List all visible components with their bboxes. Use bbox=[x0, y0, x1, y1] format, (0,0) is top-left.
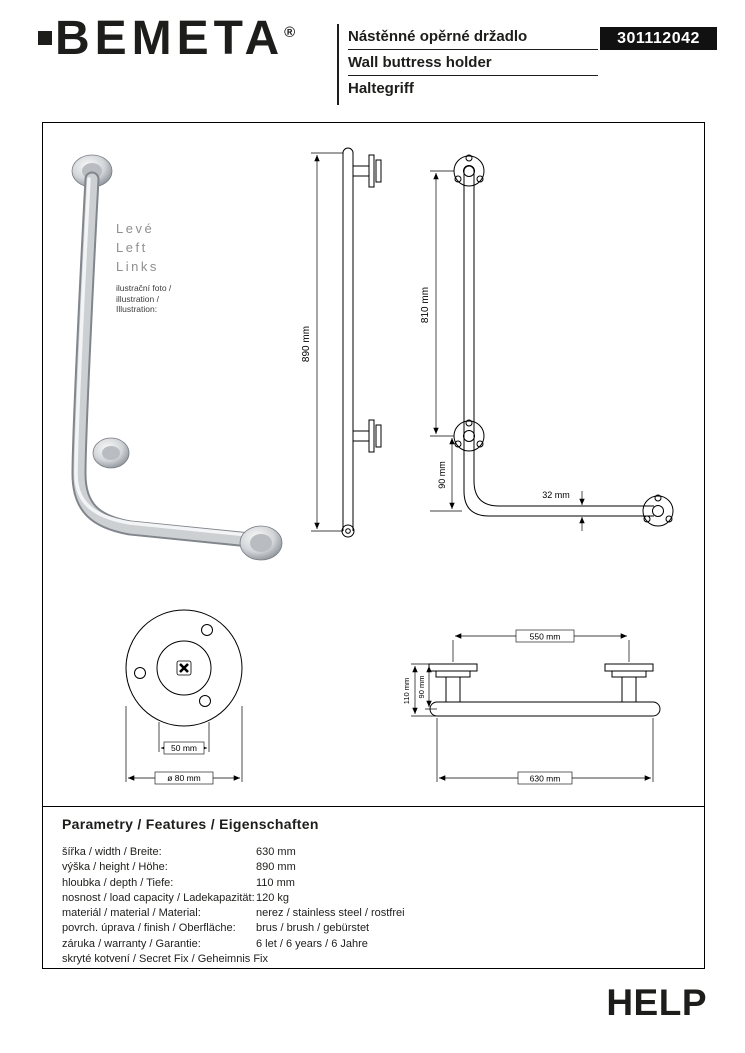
front-view-geometry bbox=[453, 154, 674, 527]
dim-top-depth-label: 110 mm bbox=[402, 678, 411, 705]
orientation-labels: Levé Left Links bbox=[116, 219, 159, 276]
brand-logo: BEMETA® bbox=[55, 7, 295, 65]
parameters-divider bbox=[43, 806, 704, 807]
grab-bar-illustration bbox=[71, 154, 283, 561]
orientation-de: Links bbox=[116, 259, 159, 274]
dim-flange-holes-pitch-label: 50 mm bbox=[171, 743, 197, 753]
dim-top-wall-offset-label: 90 mm bbox=[417, 676, 426, 699]
dim-tube-diameter-label: 32 mm bbox=[542, 490, 570, 500]
param-label: hloubka / depth / Tiefe: bbox=[62, 876, 174, 889]
logo-square-icon bbox=[38, 31, 52, 45]
side-view-geometry bbox=[341, 147, 382, 538]
flange-detail-drawing: 50 mm ø 80 mm bbox=[125, 609, 243, 785]
top-view-dimensions bbox=[411, 629, 654, 785]
param-row-load-capacity: nosnost / load capacity / Ladekapazität:… bbox=[62, 891, 687, 906]
dim-front-upper-label: 810 mm bbox=[420, 287, 431, 323]
top-view-drawing: 550 mm 630 mm 110 mm 90 mm bbox=[402, 629, 661, 785]
product-title-de: Haltegriff bbox=[348, 80, 414, 97]
flange-geometry bbox=[125, 609, 243, 727]
top-view-geometry bbox=[428, 663, 661, 717]
product-titles: Nástěnné opěrné držadlo Wall buttress ho… bbox=[348, 24, 598, 101]
dim-front-lower-label: 90 mm bbox=[437, 461, 447, 489]
orientation-en: Left bbox=[116, 240, 148, 255]
param-value: 110 mm bbox=[256, 876, 295, 889]
caption-cs: ilustrační foto / bbox=[116, 283, 172, 293]
side-view-drawing: 890 mm bbox=[301, 147, 382, 538]
caption-en: illustration / bbox=[116, 293, 159, 304]
header-divider bbox=[337, 24, 339, 105]
param-label: povrch. úprava / finish / Oberfläche: bbox=[62, 922, 236, 935]
param-value: brus / brush / gebürstet bbox=[256, 922, 370, 935]
dim-top-mount-spacing-label: 550 mm bbox=[530, 632, 561, 642]
caption-de: Illustration: bbox=[116, 304, 158, 314]
front-view-drawing: 810 mm 90 mm 32 mm bbox=[420, 154, 674, 531]
param-row-width: šířka / width / Breite: 630 mm bbox=[62, 845, 687, 860]
param-value: 630 mm bbox=[256, 846, 296, 858]
dim-side-height-label: 890 mm bbox=[301, 326, 312, 362]
param-value: 890 mm bbox=[256, 861, 296, 874]
product-title-en: Wall buttress holder bbox=[348, 50, 598, 76]
param-label: záruka / warranty / Garantie: bbox=[62, 937, 201, 950]
brand-logo-text: BEMETA bbox=[55, 12, 285, 65]
param-label: nosnost / load capacity / Ladekapazität: bbox=[62, 891, 255, 904]
product-photo-illustration bbox=[71, 154, 283, 561]
product-code-badge: 301112042 bbox=[600, 27, 717, 50]
param-row-height: výška / height / Höhe: 890 mm bbox=[62, 860, 687, 875]
flange-dimensions bbox=[125, 706, 243, 785]
param-row-secret-fix: skryté kotvení / Secret Fix / Geheimnis … bbox=[62, 952, 687, 967]
param-label: šířka / width / Breite: bbox=[62, 846, 162, 858]
registered-trademark: ® bbox=[284, 24, 296, 41]
parameters-heading: Parametry / Features / Eigenschaften bbox=[62, 816, 319, 832]
param-label: materiál / material / Material: bbox=[62, 907, 201, 920]
product-title-cs: Nástěnné opěrné držadlo bbox=[348, 24, 598, 50]
param-label: skryté kotvení / Secret Fix / Geheimnis … bbox=[62, 953, 269, 966]
parameters-table: šířka / width / Breite: 630 mm výška / h… bbox=[62, 845, 687, 967]
side-view-dimensions bbox=[311, 152, 343, 532]
param-label: výška / height / Höhe: bbox=[62, 861, 168, 874]
param-value: 120 kg bbox=[256, 891, 290, 904]
datasheet-frame: Levé Left Links ilustrační foto / illust… bbox=[42, 122, 705, 969]
param-value: nerez / stainless steel / rostfrei bbox=[256, 907, 405, 920]
param-row-material: materiál / material / Material: nerez / … bbox=[62, 906, 687, 921]
param-row-depth: hloubka / depth / Tiefe: 110 mm bbox=[62, 876, 687, 891]
dim-flange-diameter-label: ø 80 mm bbox=[167, 773, 201, 783]
param-value: 6 let / 6 years / 6 Jahre bbox=[256, 937, 368, 950]
illustration-caption: ilustrační foto / illustration / Illustr… bbox=[116, 283, 171, 315]
param-row-warranty: záruka / warranty / Garantie: 6 let / 6 … bbox=[62, 937, 687, 952]
param-row-finish: povrch. úprava / finish / Oberfläche: br… bbox=[62, 921, 687, 936]
help-brand-logo: HELP bbox=[606, 982, 707, 1023]
front-view-dimensions bbox=[430, 170, 585, 531]
dim-top-width-label: 630 mm bbox=[530, 774, 561, 784]
orientation-cs: Levé bbox=[116, 221, 155, 236]
